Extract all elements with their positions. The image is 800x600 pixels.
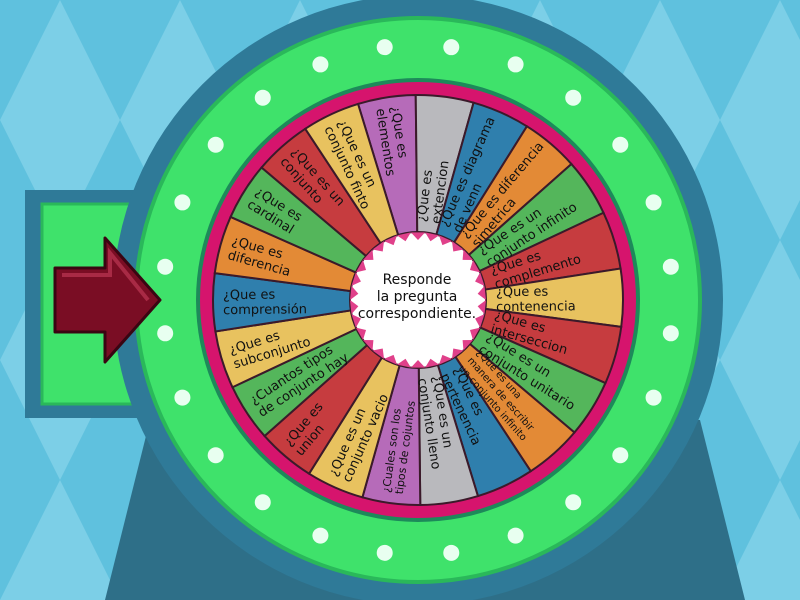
rim-light xyxy=(612,447,629,464)
wheel-hub[interactable] xyxy=(349,231,487,369)
rim-light xyxy=(254,89,271,106)
rim-light xyxy=(443,544,460,561)
pointer-arrow-shape xyxy=(53,236,162,364)
hub-zigzag xyxy=(372,348,384,359)
hub-zigzag xyxy=(439,235,452,246)
hub-zigzag xyxy=(439,354,452,365)
center-prompt-line: la pregunta xyxy=(376,289,458,305)
rim-light xyxy=(254,494,271,511)
hub-zigzag xyxy=(355,327,367,340)
hub-zigzag xyxy=(355,260,367,273)
hub-zigzag xyxy=(425,358,440,368)
center-prompt-line: correspondiente. xyxy=(357,306,477,322)
rim-light xyxy=(376,544,393,561)
segment-label-line: comprensión xyxy=(223,302,307,318)
hub-zigzag xyxy=(452,348,464,359)
hub-zigzag xyxy=(362,339,374,351)
hub-inner xyxy=(359,241,477,359)
hub-zigzag xyxy=(462,249,474,261)
hub-zigzag xyxy=(351,272,361,286)
hub-zigzag xyxy=(384,235,397,246)
rim-light xyxy=(157,258,174,275)
rim-light xyxy=(645,389,662,406)
pointer-highlight xyxy=(62,247,150,302)
hub-zigzag xyxy=(452,241,464,252)
hub-zigzag xyxy=(396,358,411,368)
hub-zigzag xyxy=(469,260,481,273)
center-prompt[interactable]: Responde la pregunta correspondiente. xyxy=(352,272,482,323)
hub-zigzag xyxy=(462,339,474,351)
rim-light xyxy=(207,447,224,464)
wheel-segments xyxy=(212,94,624,506)
hub-zigzag xyxy=(477,300,486,315)
hub-zigzag xyxy=(384,354,397,365)
rim-light xyxy=(662,325,679,342)
rim-light xyxy=(312,527,329,544)
rim-light xyxy=(565,89,582,106)
hub-zigzag xyxy=(351,314,361,328)
rim-light xyxy=(157,325,174,342)
rim-light xyxy=(662,258,679,275)
segment-label-line: ¿Que es xyxy=(496,285,549,301)
hub-zigzag xyxy=(425,232,440,242)
center-prompt-line: Responde xyxy=(382,272,452,288)
rim-light xyxy=(612,136,629,153)
rim-light xyxy=(645,194,662,211)
rim-light xyxy=(507,56,524,73)
pointer-arrow-icon xyxy=(53,236,162,364)
hub-zigzag xyxy=(396,232,411,242)
hub-zigzag xyxy=(410,232,426,240)
hub-zigzag xyxy=(475,272,485,286)
segment-label-line: ¿Que es xyxy=(414,169,436,223)
rim-light xyxy=(507,527,524,544)
rim-light xyxy=(174,389,191,406)
hub-zigzag xyxy=(469,327,481,340)
hub-zigzag xyxy=(477,285,486,300)
rim-light xyxy=(565,494,582,511)
hub-zigzag xyxy=(410,360,426,368)
segment-label: ¿Que escomprensión xyxy=(223,287,307,318)
hub-zigzag xyxy=(372,241,384,252)
segment-label-line: ¿Que es xyxy=(223,288,276,304)
rim-light xyxy=(376,39,393,56)
hub-zigzag xyxy=(362,249,374,261)
rim-light xyxy=(443,39,460,56)
segment-label: ¿Que escontenencia xyxy=(496,284,576,315)
hub-zigzag xyxy=(350,285,359,300)
segment-label-line: contenencia xyxy=(496,299,576,315)
rim-light xyxy=(312,56,329,73)
hub-zigzag xyxy=(475,314,485,328)
hub-zigzag xyxy=(350,300,359,315)
rim-light xyxy=(174,194,191,211)
rim-light xyxy=(207,136,224,153)
